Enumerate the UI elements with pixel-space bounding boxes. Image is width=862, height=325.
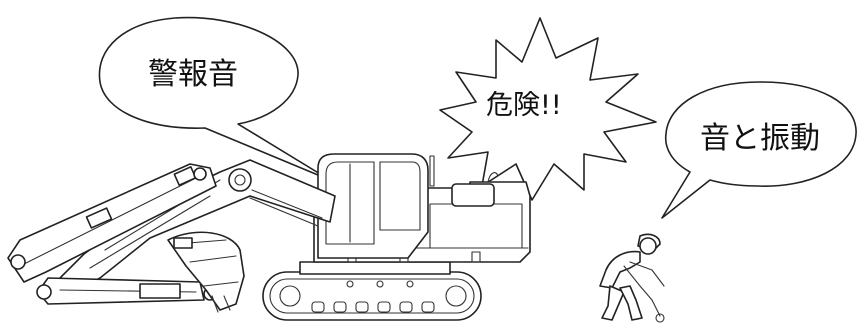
- sound-vibration-text: 音と振動: [700, 121, 820, 156]
- danger-starburst: 危険!!: [439, 17, 657, 201]
- alarm-speech-bubble: 警報音: [98, 16, 331, 181]
- crawler-track: [262, 261, 482, 321]
- sound-vibration-speech-bubble: 音と振動: [661, 81, 857, 219]
- boom-cylinder: [36, 277, 217, 305]
- arm: [7, 163, 217, 283]
- worker-figure: [599, 233, 665, 323]
- bucket: [167, 231, 245, 313]
- danger-text: 危険!!: [486, 90, 562, 121]
- alarm-bubble-text: 警報音: [148, 57, 238, 92]
- cab: [317, 153, 435, 259]
- excavator: [7, 153, 531, 321]
- boom: [55, 159, 336, 293]
